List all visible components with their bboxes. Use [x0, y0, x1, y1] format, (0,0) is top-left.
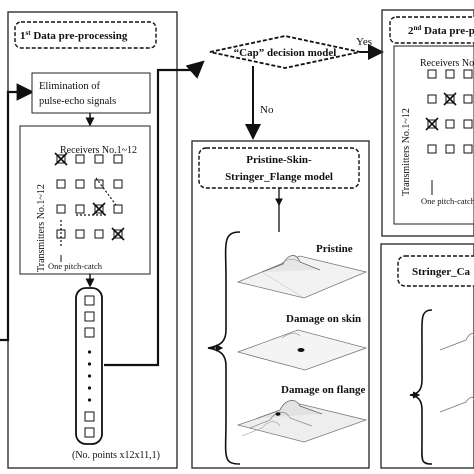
model-1-title-1: Pristine-Skin-: [246, 154, 312, 166]
sensor-square: [75, 229, 85, 239]
feature-vector-cells: [84, 295, 95, 438]
vector-cell: [84, 411, 95, 422]
elimination-label-1: Elimination of: [39, 81, 100, 92]
pre-processing-2-title: 2nd Data pre-processi: [408, 24, 474, 37]
elimination-box: [31, 72, 151, 114]
receivers-label: Receivers No.1~12: [60, 145, 137, 156]
feature-vector: [75, 287, 103, 445]
vector-dot: [87, 386, 92, 390]
model-2-panel: [380, 243, 474, 469]
sensor-square: [75, 179, 85, 189]
model-2-title-box: [397, 255, 474, 287]
sensor-square: [94, 154, 104, 164]
vector-dot: [87, 374, 92, 378]
cross-mark: [443, 92, 457, 106]
sensor-square: [445, 144, 455, 154]
pre-processing-2-title-box: [389, 16, 474, 44]
pitch-catch-label: One pitch-catch: [48, 261, 103, 271]
sensor-square: [463, 144, 473, 154]
sensor-grid-2: [425, 69, 473, 195]
cross-mark: [92, 202, 106, 216]
vector-to-decision-arrow: [104, 60, 205, 367]
sensor-square: [445, 119, 455, 129]
vector-dot: [87, 362, 92, 366]
model-2-brace: [409, 309, 433, 465]
damage-flange-label: Damage on flange: [281, 384, 365, 396]
sensor-square: [427, 144, 437, 154]
pristine-label: Pristine: [316, 243, 353, 255]
receivers-label-2: Receivers No.1~12: [420, 58, 474, 69]
pre-processing-1-title: 1st Data pre-processing: [20, 29, 128, 42]
model-1-title-2: Stringer_Flange model: [225, 171, 333, 183]
pristine-panel-image: [236, 255, 368, 299]
sensor-square: [75, 204, 85, 214]
input-arrow: [0, 83, 35, 342]
pitch-catch-grid-box: [19, 125, 151, 275]
sensor-square: [113, 179, 123, 189]
dotted-path: [95, 177, 117, 206]
sensor-square: [463, 69, 473, 79]
vector-cell: [84, 311, 95, 322]
points-label: (No. points x12x11,1): [72, 450, 160, 461]
vector-dot: [87, 398, 92, 402]
sensor-square: [94, 229, 104, 239]
sensor-square: [427, 69, 437, 79]
damage-flange-panel-image: [236, 400, 368, 443]
sensor-grid: [54, 152, 125, 262]
sensor-square: [463, 119, 473, 129]
pre-processing-1-title-box: [14, 21, 157, 49]
vector-cell: [84, 295, 95, 306]
sensor-square: [56, 179, 66, 189]
sensor-square: [113, 204, 123, 214]
cross-mark: [54, 152, 68, 166]
damage-skin-panel-image: [236, 329, 368, 371]
sensor-square: [56, 204, 66, 214]
cross-mark: [425, 117, 439, 131]
vector-cell: [84, 327, 95, 338]
pitch-catch-label-2: One pitch-catch: [421, 196, 474, 206]
elimination-label-2: pulse-echo signals: [39, 96, 116, 107]
pre-processing-2-panel: [381, 9, 474, 237]
sensor-square: [75, 154, 85, 164]
model-2-stringer-images: [439, 333, 474, 413]
sensor-square: [427, 94, 437, 104]
sensor-square: [463, 94, 473, 104]
model-1-panel: [191, 140, 370, 469]
cap-decision-label: “Cap” decision model: [234, 47, 337, 59]
damage-skin-label: Damage on skin: [286, 313, 361, 325]
model-2-title: Stringer_Ca: [412, 266, 471, 278]
cross-mark: [111, 227, 125, 241]
vector-cell: [84, 427, 95, 438]
vector-dot: [87, 350, 92, 354]
no-label: No: [260, 104, 274, 116]
sensor-square: [113, 154, 123, 164]
yes-label: Yes: [356, 36, 372, 48]
transmitters-label: Transmitters No.1~12: [36, 184, 47, 272]
transmitters-label-2: Transmitters No.1~12: [401, 108, 412, 196]
sensor-square: [445, 69, 455, 79]
sensor-square: [94, 179, 104, 189]
